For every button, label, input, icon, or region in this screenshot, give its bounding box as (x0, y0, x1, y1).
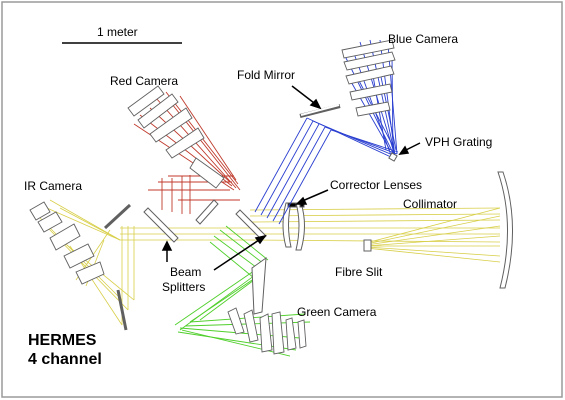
red-camera-lenses (127, 85, 225, 189)
green-fold-mirror (251, 256, 267, 315)
scale-bar-label: 1 meter (97, 25, 138, 39)
blue-beam (254, 39, 399, 225)
figure-title-line1: HERMES (28, 332, 97, 349)
ir-camera-lenses (29, 201, 105, 285)
collimator-mirror (497, 171, 514, 289)
label-blue-camera: Blue Camera (388, 32, 458, 46)
green-beam (174, 225, 311, 357)
label-collimator: Collimator (403, 197, 457, 211)
corrector-lenses (282, 202, 305, 251)
collimator-beam (249, 207, 501, 263)
label-ir-camera: IR Camera (24, 179, 82, 193)
label-red-camera: Red Camera (110, 74, 178, 88)
vph-grating (388, 152, 398, 162)
green-camera-lenses (227, 307, 307, 355)
ir-fold-mirror-2 (116, 289, 128, 331)
fibre-slit (363, 239, 372, 252)
label-green-camera: Green Camera (297, 305, 377, 319)
label-fibre-slit: Fibre Slit (335, 265, 383, 279)
label-corrector-lenses: Corrector Lenses (330, 178, 422, 192)
ir-fold-mirror (103, 203, 132, 230)
annotation-arrows (161, 85, 421, 271)
label-beam-splitters-line2: Splitters (162, 280, 205, 294)
label-vph-grating: VPH Grating (425, 135, 492, 149)
label-beam-splitters-line1: Beam (170, 265, 201, 279)
figure-title-line2: 4 channel (28, 351, 102, 368)
blue-camera-lenses (341, 39, 396, 117)
beam-splitters (143, 199, 267, 243)
label-fold-mirror: Fold Mirror (237, 68, 295, 82)
scale-bar: 1 meter (62, 25, 182, 44)
